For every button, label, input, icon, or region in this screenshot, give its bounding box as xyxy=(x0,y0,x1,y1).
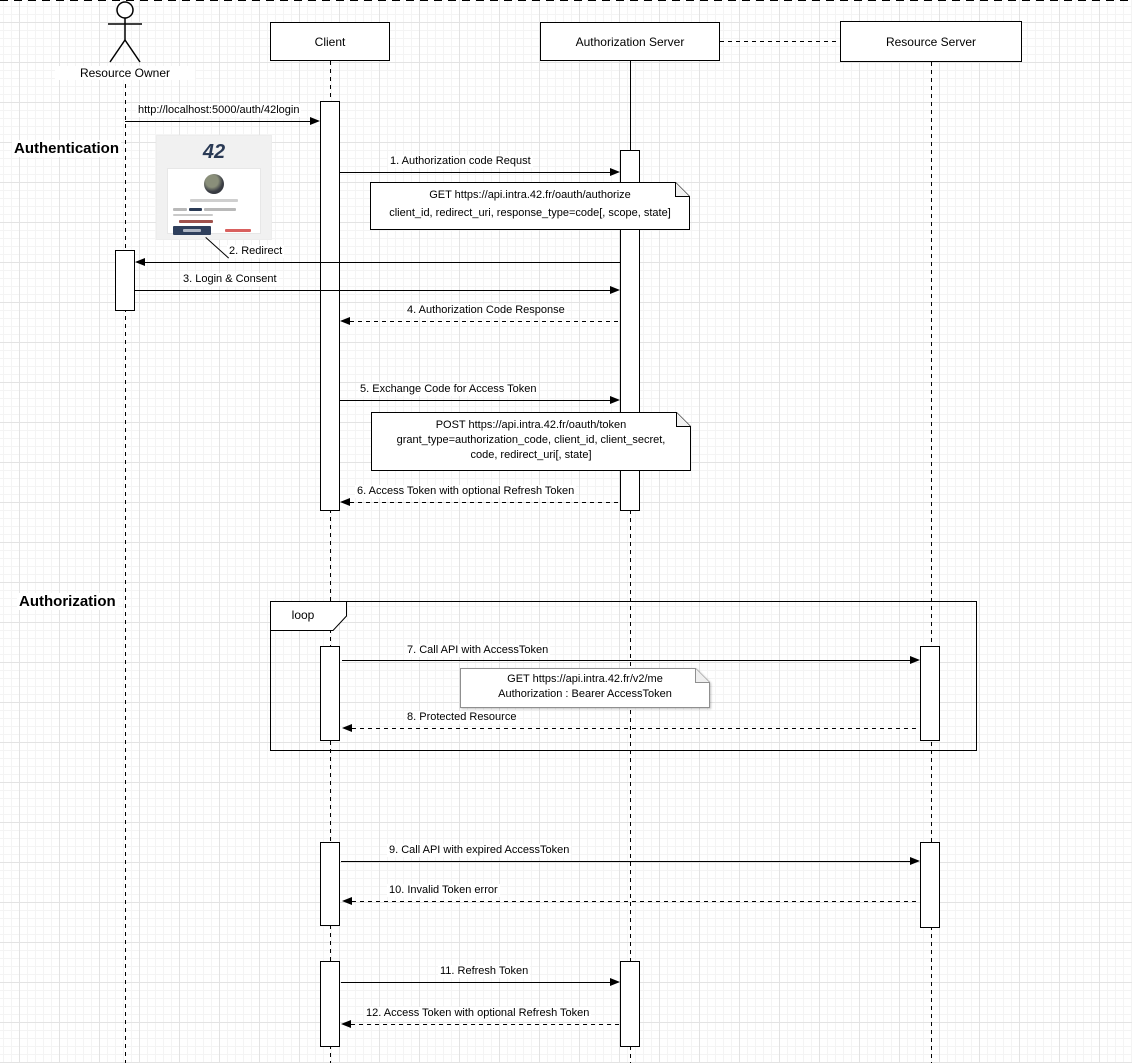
authorize-button xyxy=(173,226,211,235)
consent-username-text xyxy=(189,208,202,211)
arrowhead-right-icon xyxy=(610,167,620,176)
participant-client-label: Client xyxy=(314,34,346,49)
section-label-authentication: Authentication xyxy=(12,140,121,157)
activation-client-loop xyxy=(320,646,340,741)
arrowhead-left-icon xyxy=(340,497,350,506)
note-line: code, redirect_uri[, state] xyxy=(470,449,592,461)
arrowhead-left-icon xyxy=(340,316,350,325)
message-label-12: 12. Access Token with optional Refresh T… xyxy=(364,1007,592,1020)
note-line: GET https://api.intra.42.fr/oauth/author… xyxy=(429,189,631,201)
message-line-6 xyxy=(350,502,620,503)
consent-subtext xyxy=(173,213,213,216)
42-logo: 42 xyxy=(202,141,226,163)
note-shape-icon xyxy=(370,182,690,230)
lifeline-resource-server xyxy=(930,62,932,1063)
activation-resource-owner xyxy=(115,250,135,311)
message-line-9 xyxy=(341,861,911,862)
message-line-4 xyxy=(350,321,620,322)
scope-bullet-item xyxy=(179,220,213,223)
participant-resource-server: Resource Server xyxy=(840,21,1022,62)
activation-auth-server-refresh xyxy=(620,961,640,1047)
screenshot-callout-line xyxy=(205,237,230,259)
message-line-8 xyxy=(352,728,920,729)
note-line: Authorization : Bearer AccessToken xyxy=(498,688,672,700)
message-label-2: 2. Redirect xyxy=(227,245,285,258)
participant-resource-owner-label: Resource Owner xyxy=(55,66,195,80)
section-label-authorization: Authorization xyxy=(17,593,118,610)
arrowhead-left-icon xyxy=(135,257,145,266)
message-label-3: 3. Login & Consent xyxy=(181,273,279,286)
loop-label: loop xyxy=(291,608,315,622)
cancel-link xyxy=(225,229,251,232)
note-token-request: POST https://api.intra.42.fr/oauth/token… xyxy=(371,412,691,471)
arrowhead-left-icon xyxy=(342,896,352,905)
participant-client: Client xyxy=(270,22,390,61)
message-label-10: 10. Invalid Token error xyxy=(387,884,500,897)
lifeline-authorization-server-top xyxy=(629,61,631,150)
participant-authorization-server: Authorization Server xyxy=(540,22,720,61)
activation-client-refresh xyxy=(320,961,340,1047)
actor-resource-owner xyxy=(95,0,155,64)
lifeline-resource-owner xyxy=(124,84,126,1063)
loop-header-shape: loop xyxy=(270,601,348,631)
consent-text-fragment xyxy=(173,208,187,211)
message-label-5: 5. Exchange Code for Access Token xyxy=(358,383,539,396)
lifeline-authorization-server xyxy=(629,150,631,1063)
arrowhead-right-icon xyxy=(910,856,920,865)
loop-pentagon-icon xyxy=(270,601,347,631)
message-line-login xyxy=(125,121,311,122)
arrowhead-left-icon xyxy=(342,723,352,732)
activation-resource-server-expired xyxy=(920,842,940,928)
message-label-7: 7. Call API with AccessToken xyxy=(405,644,551,657)
message-label-9: 9. Call API with expired AccessToken xyxy=(387,844,572,857)
arrowhead-right-icon xyxy=(910,655,920,664)
avatar xyxy=(204,174,224,194)
message-line-2 xyxy=(145,262,620,263)
note-line: grant_type=authorization_code, client_id… xyxy=(396,434,666,446)
actor-stick-figure-icon xyxy=(108,1,142,63)
login-page-screenshot: 42 xyxy=(156,135,272,240)
arrowhead-right-icon xyxy=(610,977,620,986)
activation-client-expired xyxy=(320,842,340,926)
message-line-5 xyxy=(340,400,611,401)
message-label-8: 8. Protected Resource xyxy=(405,711,519,724)
note-line: GET https://api.intra.42.fr/v2/me xyxy=(507,673,663,685)
server-link-dashed-line xyxy=(720,41,840,42)
arrowhead-right-icon xyxy=(610,285,620,294)
message-line-12 xyxy=(351,1024,620,1025)
message-label-login: http://localhost:5000/auth/42login xyxy=(136,104,302,117)
note-line: client_id, redirect_uri, response_type=c… xyxy=(389,207,671,219)
activation-client-1 xyxy=(320,101,340,511)
authorize-button-text xyxy=(183,229,201,232)
message-line-1 xyxy=(340,172,611,173)
note-authorize-request: GET https://api.intra.42.fr/oauth/author… xyxy=(370,182,690,230)
loop-fragment xyxy=(270,601,977,751)
message-line-10 xyxy=(352,901,920,902)
participant-authorization-server-label: Authorization Server xyxy=(575,34,685,49)
consent-text-fragment xyxy=(204,208,236,211)
message-line-11 xyxy=(341,982,611,983)
message-line-3 xyxy=(135,290,611,291)
arrowhead-right-icon xyxy=(610,395,620,404)
message-line-7 xyxy=(342,660,911,661)
activation-resource-server-loop xyxy=(920,646,940,741)
note-shape-icon xyxy=(460,668,710,708)
login-consent-card xyxy=(167,168,261,235)
avatar-caption-text xyxy=(190,199,238,202)
section-separator-line xyxy=(0,0,1132,1)
note-shape-icon xyxy=(371,412,691,471)
note-line: POST https://api.intra.42.fr/oauth/token xyxy=(435,419,627,431)
message-label-1: 1. Authorization code Requst xyxy=(388,155,533,168)
arrowhead-right-icon xyxy=(310,116,320,125)
message-label-11: 11. Refresh Token xyxy=(438,965,531,978)
lifeline-client xyxy=(329,61,331,1063)
message-label-4: 4. Authorization Code Response xyxy=(405,304,567,317)
note-me-request: GET https://api.intra.42.fr/v2/me Author… xyxy=(460,668,710,708)
participant-resource-server-label: Resource Server xyxy=(885,34,977,49)
message-label-6: 6. Access Token with optional Refresh To… xyxy=(355,485,577,498)
arrowhead-left-icon xyxy=(341,1019,351,1028)
